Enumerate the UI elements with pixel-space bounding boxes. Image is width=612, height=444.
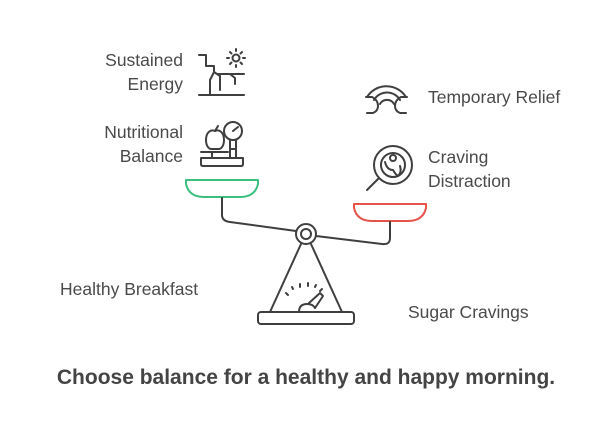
benefit-line: Balance	[119, 146, 183, 166]
rainbow-icon	[365, 85, 408, 114]
effect-craving-distraction: Craving Distraction	[428, 145, 511, 193]
sugar-pan	[353, 203, 427, 222]
scale-stand	[269, 243, 343, 313]
balance-beam	[221, 197, 391, 246]
benefit-nutritional-balance: Nutritional Balance	[104, 120, 183, 168]
benefit-line: Energy	[127, 74, 183, 94]
effect-line: Craving	[428, 147, 489, 167]
effect-line: Distraction	[428, 171, 511, 191]
gauge-icon	[285, 282, 324, 313]
diagram-title: Choose balance for a healthy and happy m…	[56, 366, 556, 389]
scale-base	[257, 311, 355, 325]
effect-temporary-relief: Temporary Relief	[428, 87, 561, 107]
healthy-breakfast-label: Healthy Breakfast	[60, 279, 199, 299]
pivot	[295, 223, 317, 245]
benefit-line: Sustained	[105, 50, 183, 70]
magnifier-steak-icon	[366, 145, 413, 191]
cliff-sun-icon	[198, 48, 246, 96]
sugar-cravings-label: Sugar Cravings	[408, 302, 529, 322]
benefit-line: Nutritional	[104, 122, 183, 142]
apple-scale-icon	[200, 121, 244, 167]
benefit-sustained-energy: Sustained Energy	[105, 48, 183, 96]
healthy-pan	[185, 179, 259, 198]
